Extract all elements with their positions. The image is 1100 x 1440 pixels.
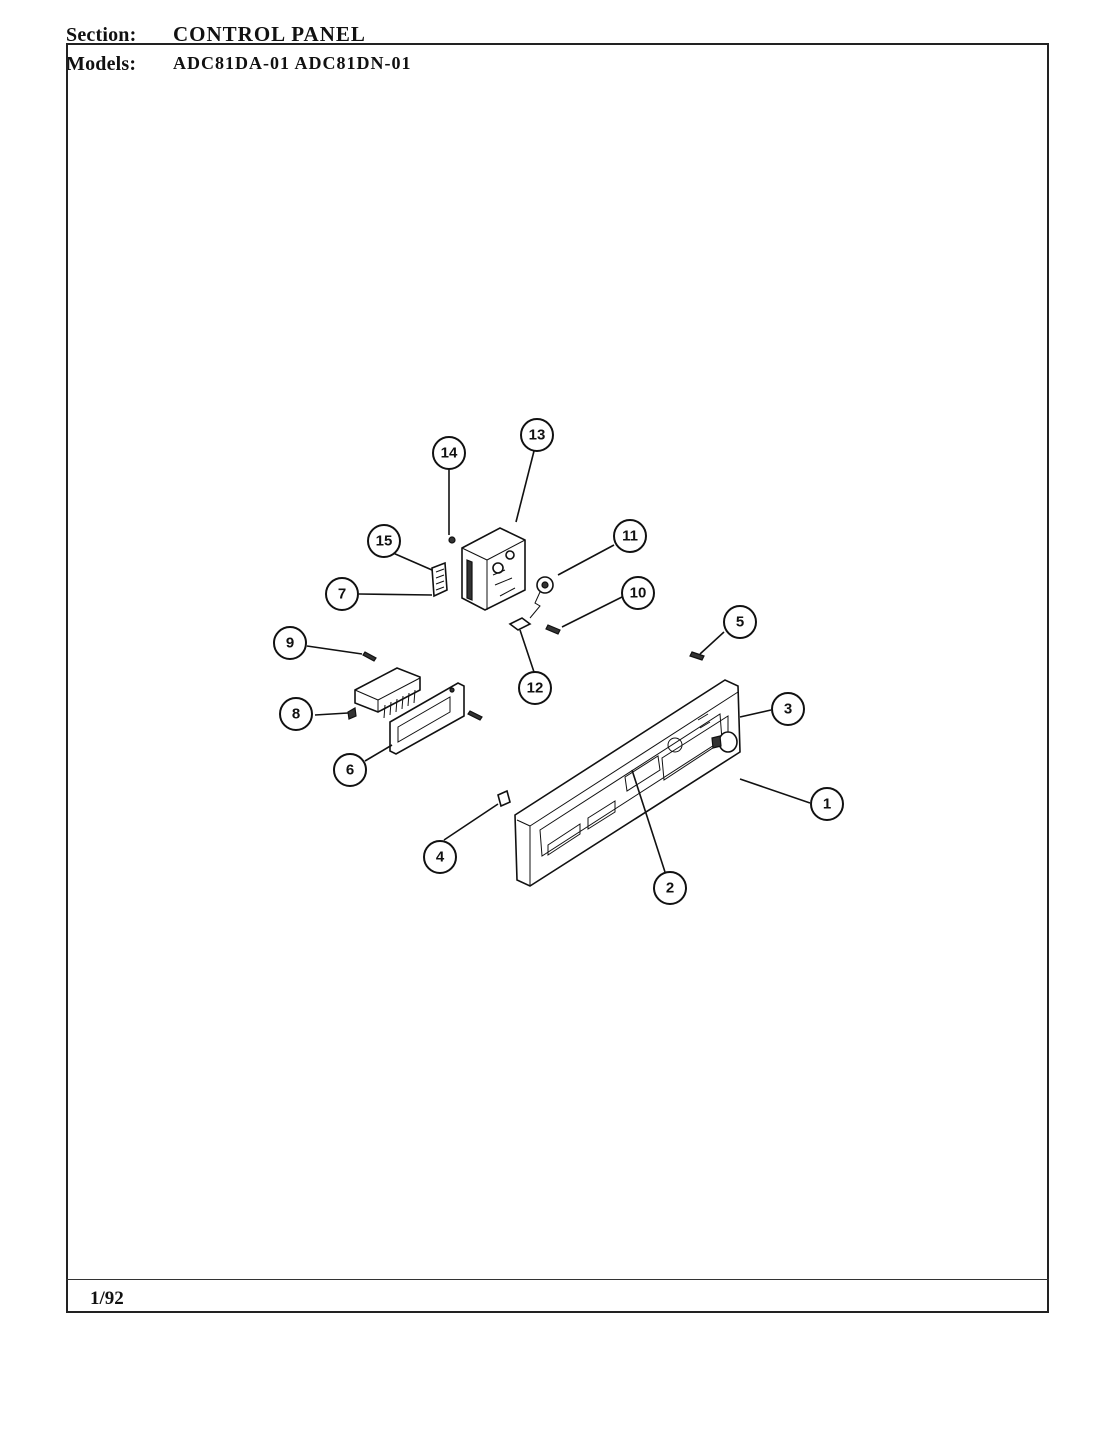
part-bezel-6 [389,682,465,755]
svg-text:15: 15 [376,533,393,550]
footer-date: 1/92 [90,1288,124,1309]
svg-text:5: 5 [736,614,744,631]
svg-text:3: 3 [784,701,792,718]
callout-5: 5 [723,605,757,639]
callout-10: 10 [621,576,655,610]
callout-11: 11 [613,519,647,553]
callout-7: 7 [325,577,359,611]
part-screw-10 [545,624,561,635]
callout-12: 12 [518,671,552,705]
part-switch-8 [347,667,421,720]
svg-text:13: 13 [529,427,546,444]
part-screw-14 [448,536,456,544]
callout-13: 13 [520,418,554,452]
part-indicator-11 [529,576,554,619]
part-timer [461,527,526,611]
footer-divider [66,1279,1049,1280]
part-console-3 [514,679,741,887]
models-label: Models: [66,53,137,75]
part-bracket-12 [508,617,532,631]
svg-text:14: 14 [441,445,458,462]
svg-text:1: 1 [823,796,831,813]
callout-2: 2 [653,871,687,905]
leader-lines [306,450,811,873]
part-screw-5 [689,651,705,661]
section-title: CONTROL PANEL [173,22,366,46]
part-clip-4 [497,789,511,808]
svg-text:7: 7 [338,586,346,603]
part-connector [431,561,448,598]
callout-1: 1 [810,787,844,821]
callout-15: 15 [367,524,401,558]
svg-text:6: 6 [346,762,354,779]
callout-6: 6 [333,753,367,787]
svg-text:4: 4 [436,849,445,866]
diagram-frame [66,43,1049,1313]
part-screw-9 [362,651,377,662]
callout-4: 4 [423,840,457,874]
section-label: Section: [66,24,137,46]
svg-text:8: 8 [292,706,300,723]
callout-3: 3 [771,692,805,726]
svg-text:2: 2 [666,880,674,897]
callout-9: 9 [273,626,307,660]
svg-text:9: 9 [286,635,294,652]
models-list: ADC81DA-01 ADC81DN-01 [173,53,412,73]
svg-text:11: 11 [622,528,638,545]
svg-text:12: 12 [527,680,544,697]
callout-8: 8 [279,697,313,731]
svg-text:10: 10 [630,585,647,602]
part-knob-1 [711,731,738,753]
callout-14: 14 [432,436,466,470]
part-screw-6b [467,710,483,721]
